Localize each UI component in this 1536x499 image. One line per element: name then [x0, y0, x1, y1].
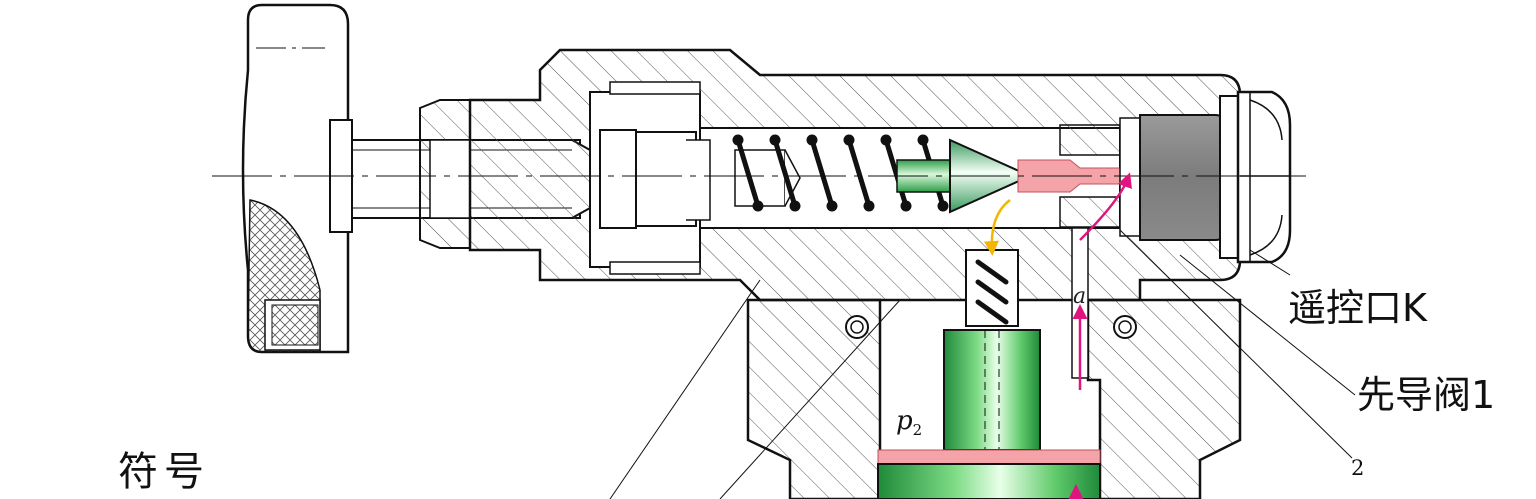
passage-a-label: a	[1073, 284, 1087, 309]
part-number-label: 2	[1351, 456, 1365, 480]
pressure-symbol: p	[896, 406, 913, 436]
pilot-spring	[732, 134, 949, 212]
lock-nut	[419, 99, 471, 249]
pressure-subscript: 2	[912, 421, 923, 440]
flow-arrows	[984, 172, 1132, 499]
handwheel	[241, 3, 353, 354]
pilot-housing	[468, 48, 1242, 302]
main-spool	[877, 329, 1101, 499]
remote-port-plug	[1119, 90, 1292, 264]
leader-lines	[609, 229, 1356, 499]
pilot-valve-label: 先导阀1	[1357, 373, 1496, 417]
symbol-label: 符号	[118, 449, 210, 495]
main-spring	[965, 249, 1019, 327]
main-valve-body	[746, 298, 1242, 499]
remote-port-label: 遥控口K	[1288, 286, 1427, 330]
pressure-p2-label: p2	[896, 408, 922, 438]
